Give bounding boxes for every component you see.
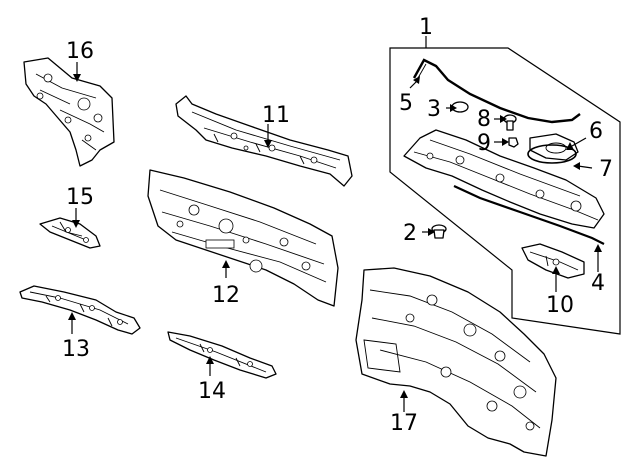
leader-lines — [68, 36, 602, 412]
part-13 — [19, 285, 141, 335]
callout-5: 5 — [399, 91, 413, 116]
part-11 — [175, 95, 353, 187]
part-2 — [431, 224, 447, 239]
cowl-top-panel — [403, 129, 605, 229]
cowl-group-frame — [389, 47, 621, 335]
part-14 — [167, 331, 277, 379]
part-8 — [503, 114, 517, 131]
callout-6: 6 — [589, 119, 603, 144]
part-6 — [529, 133, 579, 161]
callout-11: 11 — [262, 103, 290, 128]
part-16 — [23, 57, 115, 167]
callout-7: 7 — [599, 157, 613, 182]
part-5 — [412, 58, 581, 124]
part-4 — [453, 185, 605, 245]
callout-13: 13 — [62, 337, 90, 362]
part-5-inner — [417, 63, 427, 79]
part-15 — [39, 217, 101, 249]
part-7 — [527, 144, 577, 164]
callout-9: 9 — [477, 131, 491, 156]
part-17 — [355, 267, 557, 457]
callout-4: 4 — [591, 271, 605, 296]
callout-12: 12 — [212, 283, 240, 308]
callout-8: 8 — [477, 107, 491, 132]
callout-3: 3 — [427, 97, 441, 122]
callout-15: 15 — [66, 185, 94, 210]
callout-17: 17 — [390, 411, 418, 436]
part-10 — [521, 243, 585, 279]
callout-1: 1 — [419, 15, 433, 40]
part-9 — [508, 137, 519, 148]
callout-2: 2 — [403, 221, 417, 246]
callout-10: 10 — [546, 293, 574, 318]
callout-16: 16 — [66, 39, 94, 64]
part-12 — [147, 169, 339, 307]
callout-14: 14 — [198, 379, 226, 404]
